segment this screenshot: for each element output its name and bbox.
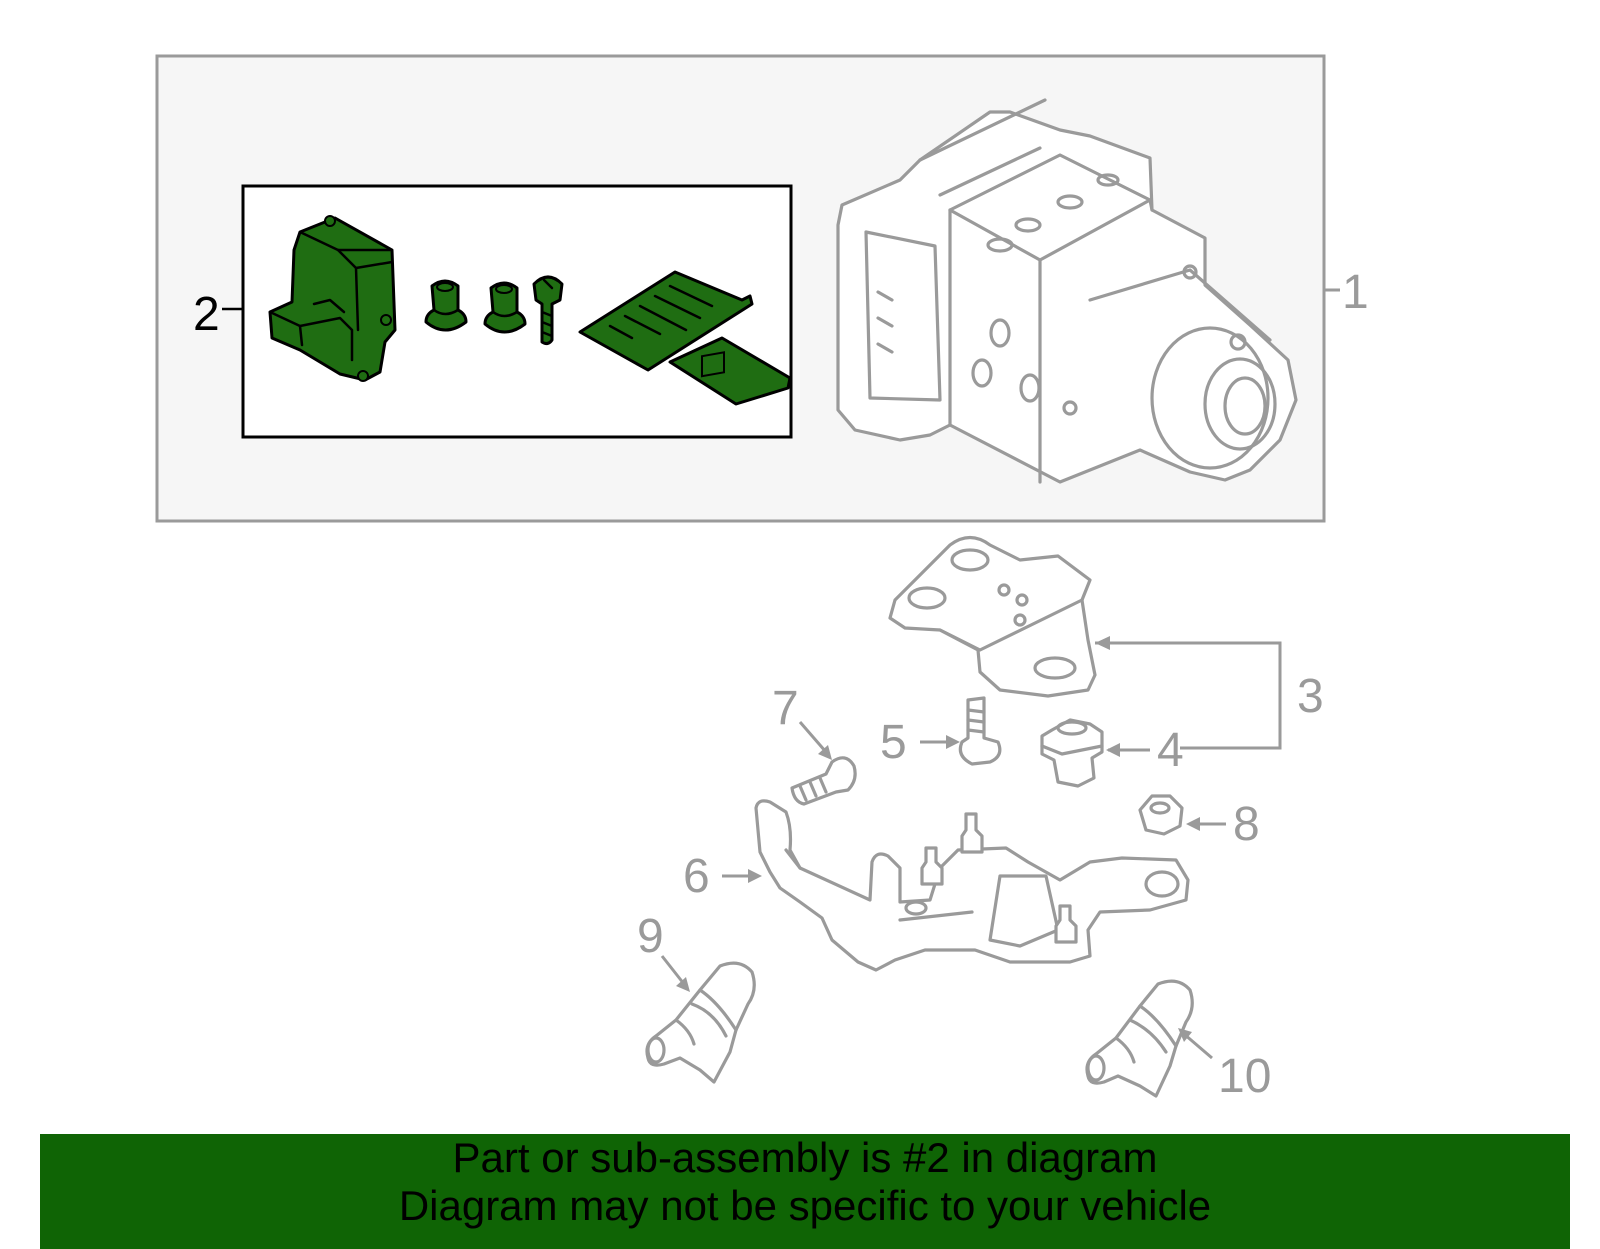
callout-9-leader <box>660 955 686 985</box>
bolt-icon[interactable] <box>958 696 1002 766</box>
callout-10-leader <box>1183 1032 1213 1060</box>
callout-3[interactable]: 3 <box>1297 670 1324 723</box>
callout-1[interactable]: 1 <box>1342 266 1369 319</box>
lower-bracket-icon[interactable] <box>754 799 1190 972</box>
arrow-icon <box>1178 1028 1192 1042</box>
grommet-icon[interactable] <box>424 279 468 332</box>
speed-sensor-icon[interactable] <box>1085 979 1194 1098</box>
arrow-icon <box>946 735 960 749</box>
screw-icon[interactable] <box>532 275 564 346</box>
screw-icon[interactable] <box>790 756 857 806</box>
callout-5[interactable]: 5 <box>880 716 907 769</box>
callout-7-leader <box>798 721 828 753</box>
callout-6[interactable]: 6 <box>683 850 710 903</box>
instruction-sheet-icon[interactable] <box>578 270 754 372</box>
info-banner: Part or sub-assembly is #2 in diagram Di… <box>40 1134 1570 1249</box>
callout-9[interactable]: 9 <box>637 910 664 963</box>
callout-7[interactable]: 7 <box>772 682 799 735</box>
banner-line-2: Diagram may not be specific to your vehi… <box>398 1182 1212 1229</box>
banner-line-1: Part or sub-assembly is #2 in diagram <box>452 1134 1158 1181</box>
arrow-icon <box>1186 817 1200 831</box>
fitting-icon[interactable] <box>1040 718 1104 788</box>
label-card-icon[interactable] <box>668 336 792 406</box>
control-module-icon[interactable] <box>268 215 397 382</box>
abs-hydraulic-unit-icon[interactable] <box>836 98 1298 484</box>
mounting-bracket-icon[interactable] <box>888 535 1097 698</box>
nut-icon[interactable] <box>1138 794 1184 836</box>
callout-4[interactable]: 4 <box>1157 724 1184 777</box>
callout-8[interactable]: 8 <box>1233 798 1260 851</box>
callout-2[interactable]: 2 <box>193 288 220 341</box>
arrow-icon <box>676 977 690 992</box>
arrow-icon <box>1106 743 1120 757</box>
callout-10[interactable]: 10 <box>1218 1050 1271 1103</box>
speed-sensor-icon[interactable] <box>645 961 756 1084</box>
grommet-icon[interactable] <box>483 281 527 334</box>
arrow-icon <box>818 745 832 760</box>
callout-3-leader <box>1095 641 1282 750</box>
arrow-icon <box>748 869 762 883</box>
arrow-icon <box>1095 636 1110 650</box>
banner-background <box>40 1134 1570 1249</box>
